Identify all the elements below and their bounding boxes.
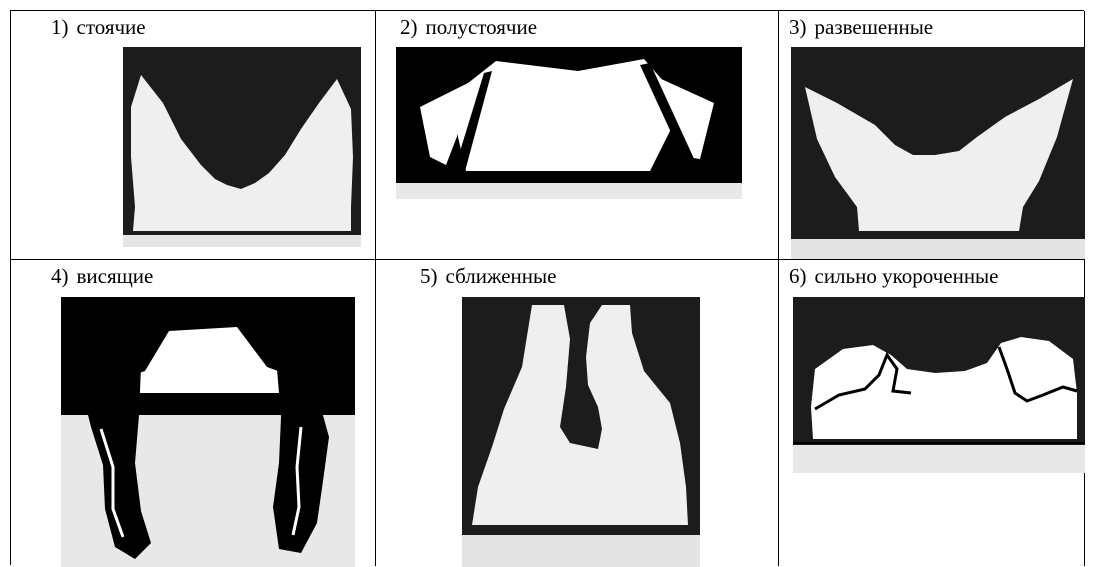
cell-number: 3) xyxy=(789,15,807,39)
cell-caption: полустоячие xyxy=(426,15,538,39)
table-cell-close-set: 5) сближенные xyxy=(376,260,779,566)
cell-label: 5) сближенные xyxy=(420,264,556,289)
table-cell-cropped: 6) сильно укороченные xyxy=(779,260,1085,566)
cell-caption: сближенные xyxy=(446,264,557,288)
close-set-ears-image xyxy=(462,297,700,567)
standing-ears-image xyxy=(123,47,361,247)
cell-number: 4) xyxy=(51,264,69,288)
semi-standing-ears-image xyxy=(396,47,742,199)
cell-caption: стоячие xyxy=(77,15,146,39)
table-cell-spread: 3) развешенные xyxy=(779,11,1085,260)
ear-types-table: 1) стоячие 2) полустоячие 3) развешенные xyxy=(10,10,1084,565)
cell-number: 1) xyxy=(51,15,69,39)
cell-label: 1) стоячие xyxy=(51,15,146,40)
cell-label: 6) сильно укороченные xyxy=(789,264,999,289)
cell-number: 6) xyxy=(789,264,807,288)
table-cell-standing: 1) стоячие xyxy=(11,11,376,260)
spread-ears-image xyxy=(791,47,1085,259)
table-cell-hanging: 4) висящие xyxy=(11,260,376,566)
cell-caption: висящие xyxy=(77,264,154,288)
cell-label: 3) развешенные xyxy=(789,15,933,40)
cell-number: 5) xyxy=(420,264,438,288)
hanging-ears-image xyxy=(61,297,355,567)
cropped-ears-image xyxy=(793,297,1085,473)
cell-caption: развешенные xyxy=(815,15,934,39)
table-cell-semi-standing: 2) полустоячие xyxy=(376,11,779,260)
cell-label: 4) висящие xyxy=(51,264,153,289)
cell-number: 2) xyxy=(400,15,418,39)
cell-caption: сильно укороченные xyxy=(815,264,999,288)
cell-label: 2) полустоячие xyxy=(400,15,537,40)
